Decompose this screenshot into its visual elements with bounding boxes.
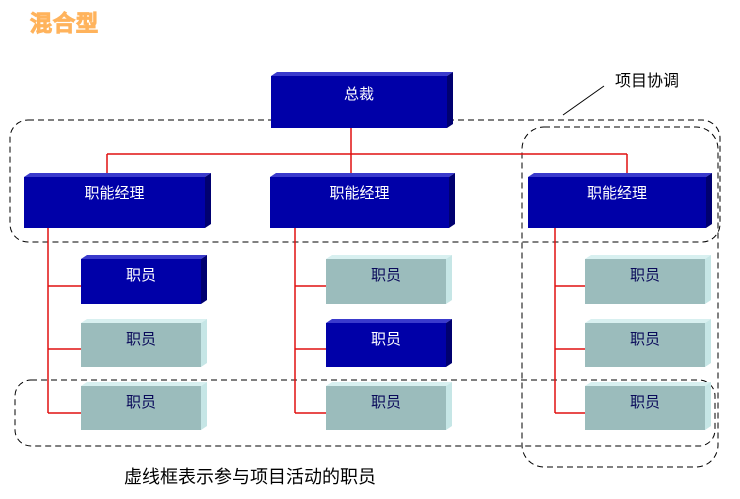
- staff-box-c1-r1: [81, 255, 207, 304]
- project-column-frame: [521, 126, 719, 468]
- project-coordination-label: 项目协调: [615, 71, 680, 90]
- staff-box-c3-r3: [585, 382, 711, 430]
- manager-box-3: [528, 173, 712, 228]
- ceo-box: [271, 72, 453, 128]
- manager-box-1: [24, 173, 211, 228]
- diagram-caption: 虚线框表示参与项目活动的职员: [124, 467, 376, 488]
- staff-box-c2-r1: [326, 255, 452, 304]
- staff-box-c2-r2: [326, 319, 452, 367]
- staff-box-c2-r3: [326, 382, 452, 430]
- callout-line: [562, 85, 605, 116]
- staff-box-c1-r2: [81, 319, 207, 367]
- staff-box-c3-r2: [585, 319, 711, 367]
- staff-box-c1-r3: [81, 382, 207, 430]
- manager-row-frame: [9, 119, 721, 243]
- manager-box-2: [270, 173, 455, 228]
- staff-box-c3-r1: [585, 255, 711, 304]
- bottom-staff-frame: [14, 379, 716, 447]
- diagram-title: 混合型: [29, 12, 100, 38]
- connectors: [47, 128, 628, 414]
